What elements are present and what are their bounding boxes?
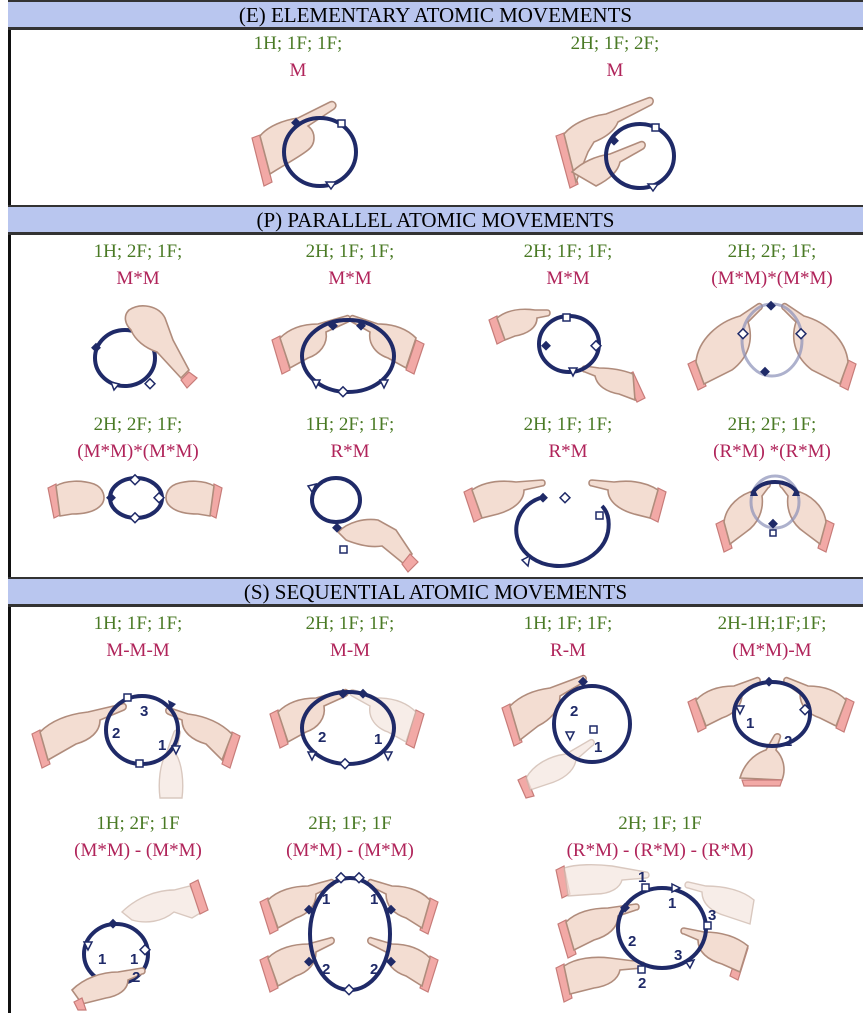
step-number: 1	[374, 731, 382, 748]
step-number: 2	[132, 969, 140, 986]
gesture-illustration: 2 1	[500, 668, 640, 799]
gesture-cell: 2H; 1F; 1F (M*M) - (M*M)	[250, 811, 450, 865]
gesture-code: 2H; 2F; 1F;	[727, 241, 817, 262]
gesture-code: 1H; 1F; 1F;	[93, 613, 183, 634]
section-title: (P) PARALLEL ATOMIC MOVEMENTS	[256, 208, 615, 232]
gesture-cell: 1H; 2F; 1F (M*M) - (M*M)	[38, 811, 238, 865]
gesture-cell: 1H; 1F; 1F; R-M	[468, 611, 668, 665]
gesture-cell: 1H; 1F; 1F; M	[198, 31, 398, 85]
gesture-code: 1H; 2F; 1F;	[305, 414, 395, 435]
gesture-formula: M*M	[546, 268, 590, 289]
gesture-formula: (M*M)*(M*M)	[711, 268, 833, 289]
step-number: 1	[668, 895, 676, 912]
gesture-illustration: 1 2	[684, 666, 859, 787]
gesture-code: 2H; 1F; 1F;	[305, 613, 395, 634]
step-number: 2	[638, 975, 646, 992]
gesture-illustration	[238, 92, 378, 192]
gesture-illustration	[710, 472, 840, 553]
gesture-cell: 2H; 1F; 1F; M*M	[468, 239, 668, 293]
gesture-cell: 2H; 2F; 1F; (R*M) *(R*M)	[672, 412, 863, 466]
gesture-illustration	[268, 300, 428, 400]
gesture-illustration	[298, 472, 419, 573]
gesture-cell: 2H; 1F; 1F; M*M	[250, 239, 450, 293]
gesture-code: 2H; 1F; 1F	[618, 813, 702, 834]
gesture-formula: R-M	[550, 640, 586, 661]
gesture-cell: 2H; 2F; 1F; (M*M)*(M*M)	[672, 239, 863, 293]
left-border	[8, 0, 11, 1013]
gesture-illustration: 2 1	[268, 672, 428, 772]
gesture-formula: M	[606, 60, 624, 81]
gesture-illustration	[687, 300, 858, 391]
step-number: 1	[746, 715, 754, 732]
gesture-illustration	[462, 472, 672, 572]
step-number: 1	[370, 891, 378, 908]
gesture-illustration: 1 1 2 3 3 2	[555, 863, 766, 1009]
gesture-code: 1H; 1F; 1F;	[253, 33, 343, 54]
step-number: 1	[98, 951, 106, 968]
step-number: 2	[370, 961, 378, 978]
gesture-cell: 2H-1H;1F;1F; (M*M)-M	[672, 611, 863, 665]
gesture-illustration	[47, 473, 228, 534]
gesture-formula: (M*M)*(M*M)	[77, 441, 199, 462]
gesture-code: 2H; 1F; 1F;	[523, 241, 613, 262]
gesture-formula: (M*M) - (M*M)	[286, 840, 414, 861]
gesture-formula: R*M	[330, 441, 370, 462]
step-number: 2	[318, 729, 326, 746]
step-number: 1	[130, 951, 138, 968]
gesture-formula: M	[289, 60, 307, 81]
gesture-cell: 1H; 2F; 1F; R*M	[250, 412, 450, 466]
gesture-code: 1H; 2F; 1F	[96, 813, 180, 834]
step-number: 3	[140, 703, 148, 720]
gesture-illustration: 1 1 2 2	[258, 866, 443, 1006]
gesture-cell: 2H; 2F; 1F; (M*M)*(M*M)	[38, 412, 238, 466]
step-number: 1	[638, 869, 646, 886]
gesture-code: 2H; 2F; 1F;	[727, 414, 817, 435]
step-number: 3	[674, 947, 682, 964]
gesture-formula: M*M	[116, 268, 160, 289]
gesture-illustration	[485, 300, 650, 410]
gesture-formula: M-M	[329, 640, 371, 661]
gesture-cell: 2H; 1F; 1F; M-M	[250, 611, 450, 665]
gesture-formula: (R*M) - (R*M) - (R*M)	[566, 840, 754, 861]
step-number: 3	[708, 907, 716, 924]
gesture-formula: M*M	[328, 268, 372, 289]
gesture-code: 2H; 1F; 1F;	[305, 241, 395, 262]
step-number: 2	[628, 933, 636, 950]
section-title: (E) ELEMENTARY ATOMIC MOVEMENTS	[238, 3, 633, 27]
gesture-illustration	[85, 300, 200, 400]
gesture-formula: (M*M) - (M*M)	[74, 840, 202, 861]
gesture-formula: (M*M)-M	[732, 640, 812, 661]
section-title: (S) SEQUENTIAL ATOMIC MOVEMENTS	[243, 580, 628, 604]
step-number: 2	[322, 961, 330, 978]
gesture-illustration: 3 2 1	[31, 672, 247, 802]
gesture-illustration	[548, 92, 698, 197]
section-header-elementary: (E) ELEMENTARY ATOMIC MOVEMENTS	[8, 0, 863, 30]
gesture-cell: 1H; 2F; 1F; M*M	[38, 239, 238, 293]
gesture-code: 1H; 1F; 1F;	[523, 613, 613, 634]
gesture-formula: (R*M) *(R*M)	[713, 441, 831, 462]
step-number: 2	[784, 733, 792, 750]
gesture-illustration: 1 1 2	[62, 872, 212, 1011]
section-header-sequential: (S) SEQUENTIAL ATOMIC MOVEMENTS	[8, 577, 863, 607]
gesture-cell: 2H; 1F; 2F; M	[515, 31, 715, 85]
gesture-code: 2H; 2F; 1F;	[93, 414, 183, 435]
gesture-formula: M-M-M	[106, 640, 170, 661]
gesture-cell: 2H; 1F; 1F (R*M) - (R*M) - (R*M)	[500, 811, 820, 865]
gesture-code: 1H; 2F; 1F;	[93, 241, 183, 262]
step-number: 1	[322, 891, 330, 908]
step-number: 2	[112, 725, 120, 742]
gesture-cell: 2H; 1F; 1F; R*M	[468, 412, 668, 466]
gesture-formula: R*M	[548, 441, 588, 462]
gesture-code: 2H; 1F; 1F;	[523, 414, 613, 435]
step-number: 1	[594, 739, 602, 756]
gesture-code: 2H; 1F; 1F	[308, 813, 392, 834]
step-number: 1	[158, 737, 166, 754]
gesture-cell: 1H; 1F; 1F; M-M-M	[38, 611, 238, 665]
gesture-code: 2H; 1F; 2F;	[570, 33, 660, 54]
step-number: 2	[570, 703, 578, 720]
section-header-parallel: (P) PARALLEL ATOMIC MOVEMENTS	[8, 205, 863, 235]
gesture-code: 2H-1H;1F;1F;	[717, 613, 827, 634]
